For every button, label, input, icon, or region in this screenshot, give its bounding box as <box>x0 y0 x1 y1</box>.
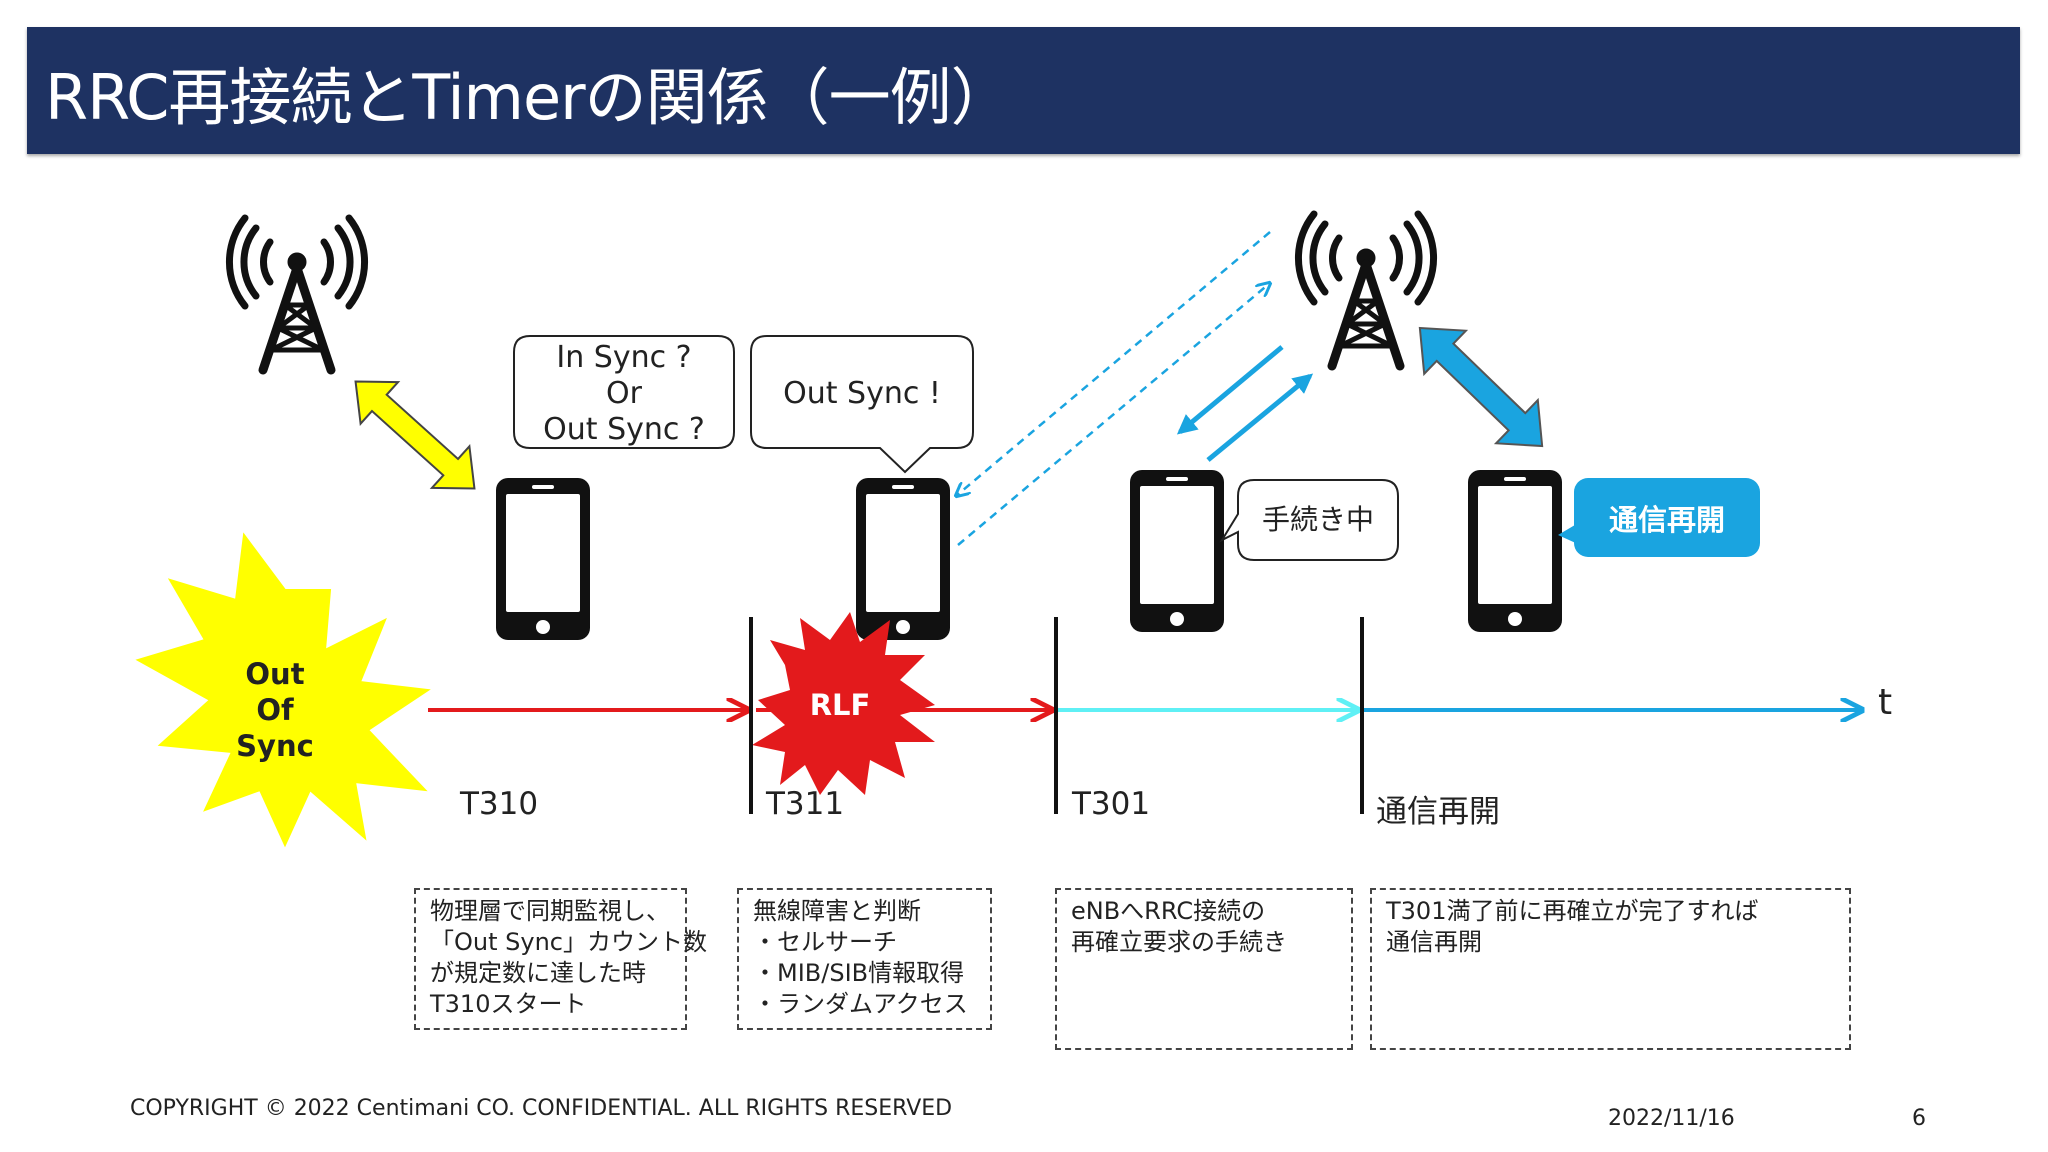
note-line: T310スタート <box>430 990 587 1018</box>
query-line-3: Out Sync ? <box>543 412 705 447</box>
out-of-sync-label: Out Of Sync <box>230 656 320 764</box>
note-box-t310: 物理層で同期監視し、 「Out Sync」カウント数 が規定数に達した時 T31… <box>414 888 707 1030</box>
timer-label-t301: T301 <box>1072 786 1151 822</box>
procedure-bubble <box>1219 479 1399 561</box>
note-box-t311: 無線障害と判断 ・セルサーチ ・MIB/SIB情報取得 ・ランダムアクセス <box>737 888 992 1030</box>
timer-label-t310: T310 <box>460 786 539 822</box>
search-dashed-line <box>957 283 1270 546</box>
out-of-sync-line-2: Of <box>256 693 294 727</box>
query-bubble-text: In Sync ? Or Out Sync ? <box>514 340 734 448</box>
yellow-double-arrow <box>354 380 476 490</box>
page-title: RRC再接続とTimerの関係（一例） <box>45 61 1013 134</box>
footer-date: 2022/11/16 <box>1608 1106 1735 1131</box>
copyright-notice: COPYRIGHT © 2022 Centimani CO. CONFIDENT… <box>130 1096 953 1121</box>
rlf-burst <box>752 612 935 795</box>
query-bubble <box>513 335 735 449</box>
query-line-1: In Sync ? <box>556 340 692 375</box>
resume-badge: 通信再開 <box>1574 478 1760 557</box>
note-line: ・ランダムアクセス <box>753 990 968 1018</box>
note-box-resume: T301満了前に再確立が完了すれば 通信再開 <box>1370 888 1851 1050</box>
cell-tower-icon <box>225 214 369 375</box>
page-number: 6 <box>1912 1106 1926 1131</box>
note-line: 物理層で同期監視し、 <box>430 897 670 925</box>
out-of-sync-line-3: Sync <box>236 729 314 763</box>
procedure-line <box>1176 345 1284 435</box>
timer-label-t311: T311 <box>766 786 845 822</box>
out-of-sync-burst <box>135 532 431 848</box>
search-dashed-line <box>956 231 1271 496</box>
out-sync-bubble-text: Out Sync ! <box>783 376 941 411</box>
phone-icon <box>496 478 590 640</box>
phone-icon <box>1468 470 1562 632</box>
out-of-sync-line-1: Out <box>245 657 305 691</box>
blue-double-arrow <box>1418 326 1544 448</box>
cell-tower-icon <box>1294 210 1438 371</box>
note-line: ・セルサーチ <box>753 928 897 956</box>
note-line: ・MIB/SIB情報取得 <box>753 959 965 987</box>
procedure-bubble-text: 手続き中 <box>1261 503 1374 536</box>
note-line: 無線障害と判断 <box>753 897 921 925</box>
query-line-2: Or <box>606 376 642 411</box>
note-line: 通信再開 <box>1386 928 1482 956</box>
note-line: T301満了前に再確立が完了すれば <box>1386 897 1759 925</box>
note-line: が規定数に達した時 <box>430 959 646 987</box>
note-box-t301: eNBへRRC接続の 再確立要求の手続き <box>1055 888 1353 1050</box>
out-sync-bubble <box>750 335 974 474</box>
rlf-label: RLF <box>809 688 871 722</box>
phone-icon <box>1130 470 1224 632</box>
timer-label-resume: 通信再開 <box>1376 794 1500 830</box>
title-bar: RRC再接続とTimerの関係（一例） <box>27 27 2020 154</box>
time-axis-label: t <box>1878 682 1893 723</box>
phone-icon <box>856 478 950 640</box>
note-line: 「Out Sync」カウント数 <box>430 928 707 956</box>
procedure-line <box>1206 373 1314 462</box>
note-line: 再確立要求の手続き <box>1071 928 1287 956</box>
note-line: eNBへRRC接続の <box>1071 897 1266 925</box>
